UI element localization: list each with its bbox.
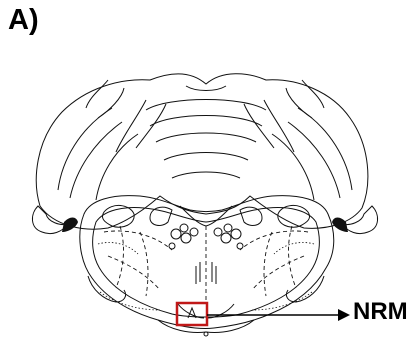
tract-right-4 <box>264 232 272 296</box>
tract-right-3 <box>289 226 296 288</box>
vermis-arch-5 <box>172 172 240 178</box>
flocculus-dark-right <box>332 218 348 233</box>
folia-left-6 <box>86 80 108 108</box>
tract-left-4 <box>140 232 148 296</box>
nrm-arrow-head <box>338 309 350 321</box>
tract-right-2 <box>252 256 304 290</box>
tract-left-1 <box>104 231 172 250</box>
folia-left-3 <box>96 134 138 200</box>
nucleus-right-small <box>150 207 172 225</box>
nrm-label: NRM <box>353 300 408 324</box>
nucleus-circle-5 <box>231 229 241 239</box>
ventral-midline-dot <box>204 332 208 336</box>
vermis-notch <box>186 86 226 91</box>
folia-left-5 <box>116 100 146 152</box>
flocculus-dark-left <box>62 218 78 233</box>
nucleus-circle-1 <box>171 229 181 239</box>
nucleus-circle-7 <box>224 224 232 232</box>
folia-right-6 <box>302 80 324 108</box>
folia-right-3 <box>272 134 314 200</box>
tract-left-2 <box>108 256 160 290</box>
nucleus-circle-2 <box>181 233 191 243</box>
nucleus-circle-6 <box>221 233 231 243</box>
nucleus-circle-9 <box>169 243 175 249</box>
folia-right-5 <box>264 100 294 152</box>
vermis-arch-4 <box>164 153 248 161</box>
nrm-highlight-box <box>177 303 207 325</box>
nucleus-circle-10 <box>237 243 243 249</box>
folia-right-4 <box>286 88 312 118</box>
folia-left-4 <box>98 88 124 118</box>
folia-left-2 <box>70 122 122 198</box>
folia-right-2 <box>288 122 340 198</box>
nucleus-left-small <box>240 207 262 225</box>
nucleus-circle-8 <box>214 228 222 236</box>
vermis-arch-3 <box>156 133 256 142</box>
folia-left-1 <box>58 108 112 190</box>
nucleus-circle-4 <box>190 228 198 236</box>
tract-right-1 <box>240 231 308 250</box>
tract-left-5 <box>98 242 138 254</box>
vermis-arch-2 <box>150 116 262 127</box>
tract-right-5 <box>274 242 314 254</box>
folia-right-1 <box>298 108 352 190</box>
tract-left-3 <box>116 226 123 288</box>
nucleus-circle-3 <box>180 224 188 232</box>
